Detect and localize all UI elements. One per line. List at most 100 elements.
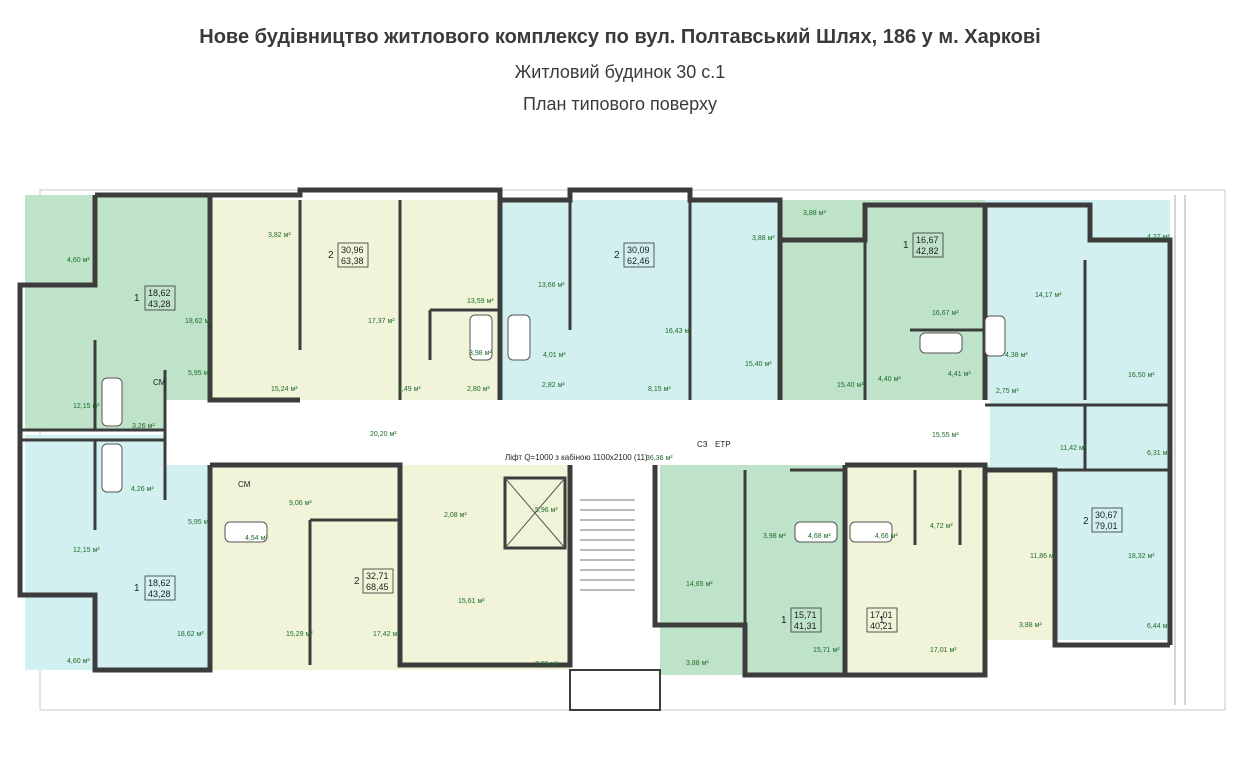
area-label: 8,49 м² [398,386,421,393]
area-label: 15,24 м² [271,386,298,393]
apartment-2-tag [337,242,369,268]
apartment-2-total: 63,38 [341,256,364,266]
area-label: 7,95 м² [535,661,558,668]
apartment-3-living: 30,09 [627,245,650,255]
apartment-3-fill [500,200,780,400]
area-label: 16,67 м² [932,310,959,317]
area-label: 16,50 м² [1128,372,1155,379]
apartment-9-living: 30,67 [1095,510,1118,520]
area-label: 3,88 м² [803,210,826,217]
cm-label: СМ [238,480,251,489]
area-label: 4,54 м² [245,535,268,542]
apartment-1-living: 18,62 [148,288,171,298]
area-label: 17,42 м² [373,631,400,638]
apartment-2-fill [210,200,500,400]
apartment-4-fill [780,200,985,400]
area-label: 4,26 м² [131,486,154,493]
apartment-9-tag [1091,507,1123,533]
area-label: 15,71 м² [813,647,840,654]
area-label: 4,66 м² [875,533,898,540]
apartment-1-total: 43,28 [148,299,171,309]
apartment-6-tag [362,568,394,594]
area-label: 5,95 м² [188,519,211,526]
area-label: 16,43 м² [665,328,692,335]
apartment-6-living: 32,71 [366,571,389,581]
area-label: 14,17 м² [1035,292,1062,299]
apartment-5-tag [144,575,176,601]
page-title: Нове будівництво житлового комплексу по … [199,26,1041,48]
apartment-8-ext [985,470,1055,640]
area-label: 3,88 м² [686,660,709,667]
apartment-7-tag [790,607,822,633]
area-label: 3,98 м² [763,533,786,540]
area-label: 17,01 м² [930,647,957,654]
area-label: 15,61 м² [458,598,485,605]
apartment-6-rooms: 2 [354,576,360,587]
apartment-4-tag [912,232,944,258]
area-label: 2,08 м² [444,512,467,519]
area-label: 4,40 м² [878,376,901,383]
apartment-7-total: 41,31 [794,621,817,631]
outer-walls [17,187,1173,678]
apartment-8-rooms: 1 [879,615,885,626]
area-label: 4,27 м² [1147,234,1170,241]
area-label: 18,32 м² [1128,553,1155,560]
area-label: 4,68 м² [808,533,831,540]
area-label: 4,72 м² [930,523,953,530]
apartment-6-fill [210,465,570,670]
area-label: 3,88 м² [752,235,775,242]
area-label: 4,60 м² [67,257,90,264]
apartment-7-fill [660,465,845,675]
apartment-1-balcony [45,200,95,285]
apartment-5-living: 18,62 [148,578,171,588]
apartment-7-rooms: 1 [781,615,787,626]
corridor [165,400,990,465]
area-label: 13,66 м² [538,282,565,289]
apartment-2-rooms: 2 [328,250,334,261]
etp-label: ЕТР [715,440,731,449]
lift-shaft [503,476,567,550]
area-label: 4,38 м² [1005,352,1028,359]
page-subtitle: Житловий будинок 30 с.1 [514,62,726,82]
area-label: 4,60 м² [67,658,90,665]
area-label: 18,62 м² [177,631,204,638]
apartment-3-rooms: 2 [614,250,620,261]
cm-label: СМ [153,378,166,387]
staircase [580,499,635,591]
area-label: 6,44 м² [1147,623,1170,630]
area-label: 3,82 м² [268,232,291,239]
area-label: 20,20 м² [370,431,397,438]
area-label: 8,15 м² [648,386,671,393]
area-label: 15,40 м² [837,382,864,389]
area-label: 12,15 м² [73,547,100,554]
area-label: 11,42 м² [1060,445,1087,452]
area-label: 6,31 м² [1147,450,1170,457]
interior-walls [20,200,1170,665]
area-label: 4,41 м² [948,371,971,378]
area-label: 12,15 м² [73,403,100,410]
entrance-canopy [569,669,661,711]
area-label: 4,01 м² [543,352,566,359]
apartment-8-total: 40,21 [870,621,893,631]
area-label: 18,62 м² [185,318,212,325]
apartment-1-rooms: 1 [134,293,140,304]
area-label: 17,37 м² [368,318,395,325]
area-label: 15,40 м² [745,361,772,368]
area-label: 15,55 м² [932,432,959,439]
area-label: 2,82 м² [542,382,565,389]
lift-cross [504,477,566,549]
lift-label: Ліфт Q=1000 з кабіною 1100х2100 (11) [505,453,648,462]
apartment-4-total: 42,82 [916,246,939,256]
apartment-5-total: 43,28 [148,589,171,599]
area-label: 13,59 м² [467,298,494,305]
apartment-9-total: 79,01 [1095,521,1118,531]
apartment-6-total: 68,45 [366,582,389,592]
apartment-8-tag [866,607,898,633]
area-label: 5,95 м² [188,370,211,377]
bathtub-icon [101,314,1006,543]
area-label: 3,26 м² [132,423,155,430]
apartment-3-tag [623,242,655,268]
area-label: 15,29 м² [286,631,313,638]
area-label: 14,65 м² [686,581,713,588]
